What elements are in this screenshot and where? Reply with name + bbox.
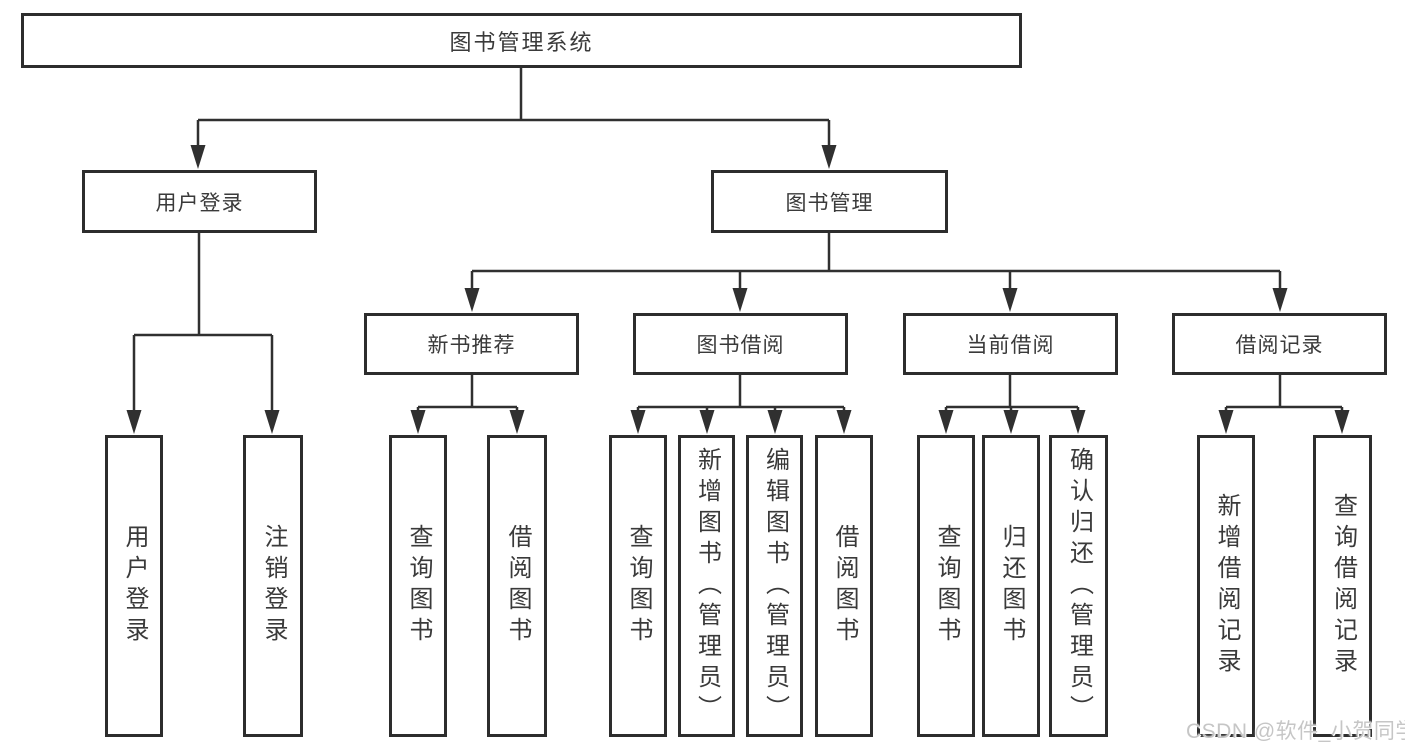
node-label: 查询图书	[933, 524, 960, 648]
node-label: 注销登录	[260, 524, 287, 648]
node-label: 新增借阅记录	[1213, 493, 1240, 679]
node-confirm-return-admin: 确认归还（管理员）	[1049, 435, 1108, 737]
node-label: 借阅图书	[504, 524, 531, 648]
node-add-borrow-record: 新增借阅记录	[1197, 435, 1255, 737]
node-label: 借阅图书	[831, 524, 858, 648]
node-borrow-books-leaf: 借阅图书	[815, 435, 873, 737]
node-query-books-current: 查询图书	[917, 435, 975, 737]
node-label: 查询图书	[625, 524, 652, 648]
node-add-books-admin: 新增图书（管理员）	[678, 435, 735, 737]
connector-book-borrow-children	[636, 375, 846, 411]
node-label: 查询借阅记录	[1329, 493, 1357, 679]
node-system: 图书管理系统	[21, 13, 1022, 68]
connector-book-management-children	[470, 233, 1282, 289]
node-current-borrow: 当前借阅	[903, 313, 1118, 375]
node-query-borrow-record: 查询借阅记录	[1313, 435, 1372, 737]
node-book-borrow: 图书借阅	[633, 313, 848, 375]
node-book-management: 图书管理	[711, 170, 948, 233]
connector-borrow-records-children	[1224, 375, 1344, 411]
csdn-watermark: CSDN @软件_小贺同学	[1186, 720, 1405, 743]
node-label: 归还图书	[998, 524, 1025, 648]
node-label: 新增图书（管理员）	[693, 446, 721, 726]
node-borrow-records: 借阅记录	[1172, 313, 1387, 375]
node-borrow-books-recommend: 借阅图书	[487, 435, 547, 737]
connector-root-to-level2	[196, 68, 831, 146]
node-query-books-borrow: 查询图书	[609, 435, 667, 737]
node-label: 用户登录	[121, 524, 148, 648]
node-logout: 注销登录	[243, 435, 303, 737]
connector-new-book-recommend-children	[416, 375, 519, 411]
node-new-book-recommend: 新书推荐	[364, 313, 579, 375]
node-label: 编辑图书（管理员）	[761, 446, 789, 726]
connector-current-borrow-children	[944, 375, 1080, 411]
node-label: 查询图书	[405, 524, 432, 648]
node-label: 确认归还（管理员）	[1065, 446, 1093, 726]
node-user-login-leaf: 用户登录	[105, 435, 163, 737]
node-return-books: 归还图书	[982, 435, 1040, 737]
node-query-books-recommend: 查询图书	[389, 435, 447, 737]
connector-user-login-children	[132, 233, 274, 410]
node-user-login: 用户登录	[82, 170, 317, 233]
node-edit-books-admin: 编辑图书（管理员）	[746, 435, 803, 737]
